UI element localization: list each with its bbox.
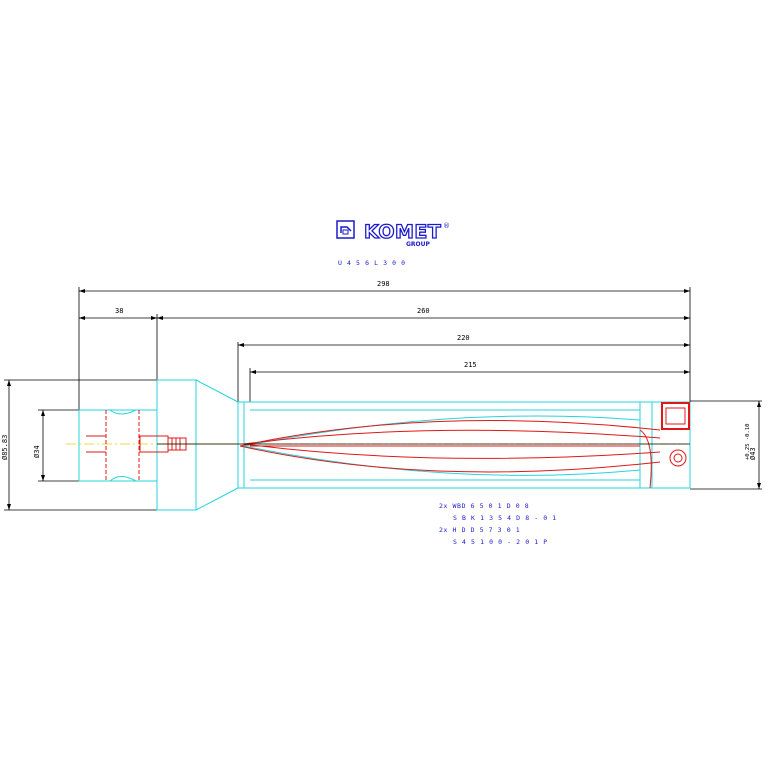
- dim-cut-tolerance: +0.25 -0.10: [745, 424, 751, 460]
- dim-body-length: 260: [417, 307, 430, 315]
- internal-features: [86, 402, 690, 489]
- dim-overall-length: 298: [377, 280, 390, 288]
- insert-note-3: 2x H D D 5 7 3 0 1: [439, 526, 520, 534]
- part-number: U 4 5 6 L 3 0 0: [338, 259, 406, 267]
- insert-note-2: S B K 1 3 5 4 D 8 - 0 1: [453, 514, 557, 522]
- dim-reach-220: 220: [457, 334, 470, 342]
- komet-logo: KOMET ® GROUP: [336, 220, 450, 248]
- cutting-insert: [661, 402, 690, 430]
- dim-shank-bore-diameter: Ø34: [33, 445, 41, 458]
- logo-text: KOMET: [364, 221, 441, 243]
- dim-flange-diameter: Ø85.83: [1, 435, 9, 460]
- logo-subtext: GROUP: [406, 241, 431, 248]
- insert-note-4: S 4 5 1 0 0 - 2 0 1 P: [453, 538, 548, 546]
- insert-note-1: 2x WBD 6 5 0 1 D 0 8: [439, 502, 529, 510]
- insert-screw-icon: [669, 449, 687, 467]
- logo-registered-mark: ®: [443, 222, 450, 230]
- tool-body-outline: [78, 379, 691, 511]
- komet-emblem-icon: [336, 220, 355, 239]
- dim-shank-length: 38: [115, 307, 123, 315]
- dim-cut-diameter: Ø43: [749, 447, 757, 460]
- dim-reach-215: 215: [464, 361, 477, 369]
